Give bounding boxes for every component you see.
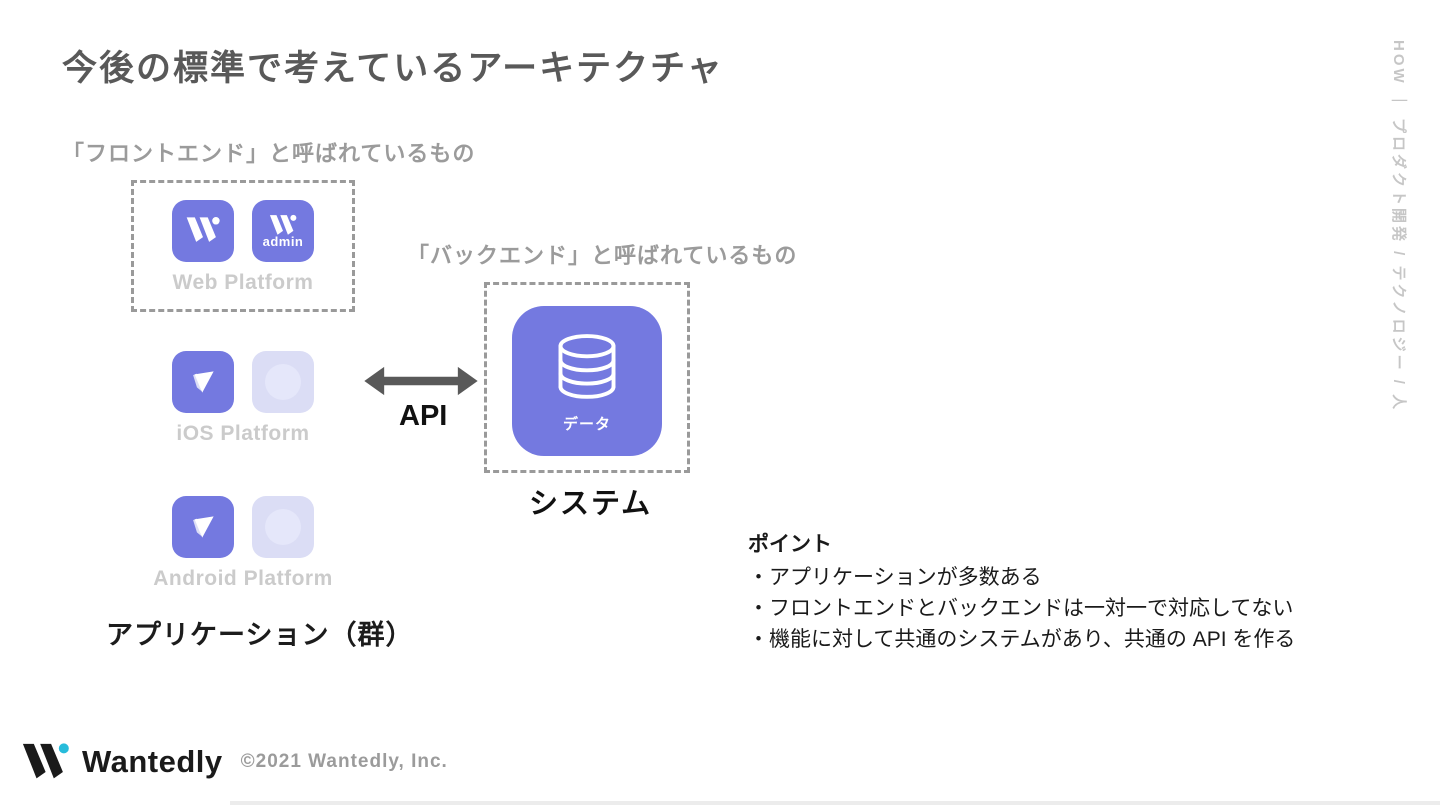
copyright-text: ©2021 Wantedly, Inc. xyxy=(240,751,448,772)
backend-group-box xyxy=(484,282,690,473)
api-double-arrow-icon xyxy=(364,366,478,396)
footer: Wantedly ©2021 Wantedly, Inc. xyxy=(22,742,448,782)
admin-badge-label: admin xyxy=(262,233,304,249)
points-block: ポイント ・アプリケーションが多数ある ・フロントエンドとバックエンドは一対一で… xyxy=(748,528,1295,655)
frontend-section-label: 「フロントエンド」と呼ばれているもの xyxy=(62,141,476,166)
brand-name: Wantedly xyxy=(82,744,223,779)
wantedly-logo-icon xyxy=(22,742,72,782)
side-vertical-label: HOW ｜ プロダクト開発 / テクノロジー / 人 xyxy=(1390,40,1407,413)
points-item: ・機能に対して共通のシステムがあり、共通の API を作る xyxy=(748,628,1296,651)
visit-app-icon xyxy=(172,496,234,558)
points-heading: ポイント xyxy=(748,533,832,556)
web-platform-icon-row: admin xyxy=(134,200,352,262)
database-icon xyxy=(558,333,616,399)
system-data-icon: データ xyxy=(512,306,662,456)
wantedly-admin-app-icon: admin xyxy=(252,200,314,262)
page-title: 今後の標準で考えているアーキテクチャ xyxy=(62,49,724,88)
triangle-icon xyxy=(193,371,214,393)
bottom-edge-strip xyxy=(230,801,1440,805)
wantedly-w-icon xyxy=(269,214,297,235)
faded-circle-icon xyxy=(265,509,301,545)
triangle-icon xyxy=(193,516,214,538)
faded-app-icon xyxy=(252,351,314,413)
faded-circle-icon xyxy=(265,364,301,400)
wantedly-w-icon xyxy=(186,217,220,242)
system-label: システム xyxy=(529,488,653,520)
web-platform-caption: Web Platform xyxy=(172,271,314,294)
applications-group-label: アプリケーション（群） xyxy=(106,620,414,650)
backend-section-label: 「バックエンド」と呼ばれているもの xyxy=(407,243,798,268)
faded-app-icon xyxy=(252,496,314,558)
wantedly-app-icon xyxy=(172,200,234,262)
ios-platform-caption: iOS Platform xyxy=(176,422,310,445)
ios-platform-group: iOS Platform xyxy=(131,351,355,446)
android-platform-caption: Android Platform xyxy=(153,567,333,590)
frontend-group-box: admin Web Platform xyxy=(131,180,355,312)
data-caption: データ xyxy=(562,415,611,433)
android-platform-group: Android Platform xyxy=(131,496,355,591)
points-item: ・フロントエンドとバックエンドは一対一で対応してない xyxy=(748,597,1294,620)
visit-app-icon xyxy=(172,351,234,413)
points-item: ・アプリケーションが多数ある xyxy=(748,566,1042,589)
api-label: API xyxy=(399,400,448,432)
